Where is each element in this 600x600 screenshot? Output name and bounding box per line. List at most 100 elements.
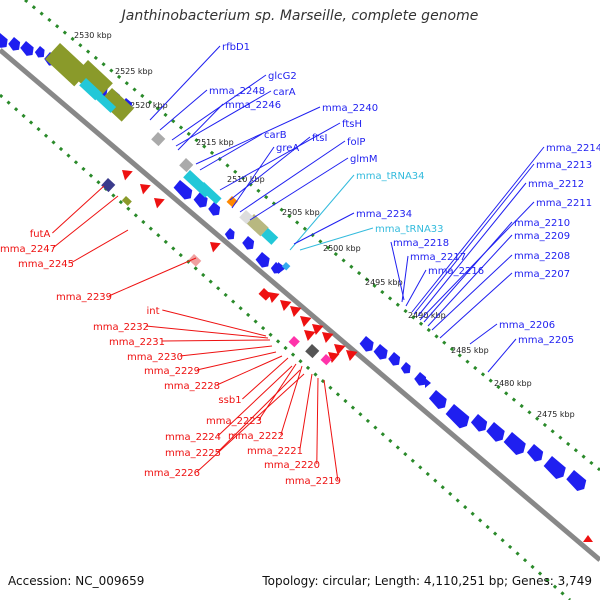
forward-gene-label: glcG2 bbox=[268, 71, 297, 82]
forward-gene-label: mma_2248 bbox=[209, 86, 265, 97]
reverse-label-leader bbox=[217, 365, 293, 437]
feature-block bbox=[101, 178, 116, 193]
forward-label-leader bbox=[469, 323, 498, 345]
forward-gene-arrow bbox=[242, 236, 255, 250]
reverse-gene-arrow bbox=[280, 300, 292, 312]
reverse-gene-label: mma_2228 bbox=[164, 381, 220, 392]
scale-tick-label: 2505 kbp bbox=[282, 208, 320, 217]
forward-label-leader bbox=[219, 122, 341, 191]
scale-tick-label: 2530 kbp bbox=[74, 31, 112, 40]
forward-gene-label: mma_2217 bbox=[410, 252, 466, 263]
feature-block bbox=[99, 88, 134, 122]
forward-gene-arrow bbox=[208, 202, 221, 216]
forward-gene-arrow bbox=[373, 344, 388, 360]
forward-gene-arrow bbox=[388, 352, 401, 366]
accession-label: Accession: NC_009659 bbox=[8, 574, 145, 588]
reverse-gene-label: mma_2230 bbox=[127, 352, 183, 363]
forward-gene-arrow bbox=[543, 456, 566, 480]
forward-label-leader bbox=[177, 103, 224, 151]
forward-gene-arrow bbox=[425, 378, 431, 388]
feature-block bbox=[258, 288, 272, 301]
forward-label-leader bbox=[431, 254, 513, 331]
feature-block bbox=[72, 60, 113, 100]
scale-tick-label: 2485 kbp bbox=[451, 346, 489, 355]
forward-gene-arrow bbox=[278, 262, 286, 274]
reverse-label-leader bbox=[179, 345, 273, 357]
forward-gene-label: mma_2214 bbox=[546, 143, 600, 154]
forward-gene-arrow bbox=[400, 362, 411, 374]
reverse-gene-label: ssb1 bbox=[218, 395, 241, 406]
reverse-gene-arrow bbox=[122, 170, 133, 181]
forward-gene-arrow bbox=[526, 444, 544, 462]
forward-gene-label: mma_2234 bbox=[356, 209, 412, 220]
forward-gene-label: mma_2218 bbox=[393, 238, 449, 249]
forward-label-leader bbox=[423, 221, 513, 323]
feature-block bbox=[121, 196, 132, 206]
feature-block bbox=[261, 227, 279, 245]
reverse-gene-label: mma_2220 bbox=[264, 460, 320, 471]
reverse-gene-arrow bbox=[322, 332, 334, 344]
forward-gene-arrow bbox=[486, 422, 505, 442]
reverse-gene-arrow bbox=[300, 316, 312, 328]
forward-label-leader bbox=[199, 133, 263, 171]
reverse-gene-label: mma_2226 bbox=[144, 468, 200, 479]
genome-backbone bbox=[0, 48, 600, 562]
forward-label-leader bbox=[231, 146, 275, 209]
reverse-gene-arrow bbox=[210, 242, 221, 253]
forward-gene-arrow bbox=[470, 414, 488, 432]
reverse-gene-label: mma_2223 bbox=[206, 416, 262, 427]
reverse-label-leader bbox=[242, 357, 289, 400]
forward-gene-label: mma_2211 bbox=[536, 198, 592, 209]
reverse-label-leader bbox=[217, 369, 301, 453]
reverse-label-leader bbox=[196, 351, 277, 371]
feature-block bbox=[198, 182, 222, 205]
reverse-gene-label: mma_2231 bbox=[109, 337, 165, 348]
forward-gene-label: mma_2207 bbox=[514, 269, 570, 280]
reverse-gene-arrow bbox=[290, 306, 302, 318]
forward-gene-label: rfbD1 bbox=[222, 42, 250, 53]
forward-gene-arrow bbox=[224, 228, 235, 240]
forward-gene-arrow bbox=[503, 432, 526, 456]
forward-label-leader bbox=[229, 136, 311, 201]
forward-gene-label: mma_2205 bbox=[518, 335, 574, 346]
reverse-gene-label: mma_2222 bbox=[228, 431, 284, 442]
forward-gene-arrow bbox=[34, 46, 45, 58]
reverse-gene-label: mma_2229 bbox=[144, 366, 200, 377]
forward-gene-label: greA bbox=[276, 143, 299, 154]
reverse-label-leader bbox=[145, 325, 269, 339]
reverse-label-leader bbox=[316, 377, 319, 465]
forward-gene-label: mma_2212 bbox=[528, 179, 584, 190]
reverse-label-leader bbox=[108, 257, 197, 297]
reverse-label-leader bbox=[162, 309, 267, 337]
reverse-gene-label: mma_2247 bbox=[0, 244, 56, 255]
forward-gene-label: carB bbox=[264, 130, 287, 141]
reverse-label-leader bbox=[70, 229, 129, 264]
forward-gene-arrow bbox=[0, 33, 8, 48]
feature-block bbox=[239, 210, 254, 225]
genome-summary: Topology: circular; Length: 4,110,251 bp… bbox=[262, 574, 592, 588]
forward-gene-label: mma_2210 bbox=[514, 218, 570, 229]
reverse-gene-label: mma_2232 bbox=[93, 322, 149, 333]
map-title: Janthinobacterium sp. Marseille, complet… bbox=[121, 8, 479, 24]
forward-label-leader bbox=[390, 241, 405, 301]
feature-block bbox=[320, 353, 332, 366]
forward-gene-label: mma_2208 bbox=[514, 251, 570, 262]
reverse-gene-arrow bbox=[334, 344, 346, 356]
forward-label-leader bbox=[413, 163, 535, 315]
forward-gene-label: mma_2246 bbox=[225, 100, 281, 111]
scale-tick-label: 2490 kbp bbox=[408, 311, 446, 320]
forward-label-leader bbox=[401, 255, 409, 303]
feature-block bbox=[151, 132, 166, 147]
reverse-gene-arrow bbox=[154, 198, 165, 209]
inner-tick-track bbox=[0, 93, 571, 600]
forward-gene-arrow bbox=[445, 404, 470, 429]
forward-label-leader bbox=[405, 269, 427, 307]
forward-gene-arrow bbox=[428, 390, 447, 409]
forward-label-leader bbox=[159, 89, 208, 131]
forward-label-leader bbox=[289, 174, 355, 251]
forward-gene-label: mma_2213 bbox=[536, 160, 592, 171]
forward-gene-arrow bbox=[359, 336, 374, 352]
forward-gene-label: mma_2206 bbox=[499, 320, 555, 331]
forward-label-leader bbox=[487, 338, 517, 373]
reverse-gene-label: mma_2245 bbox=[18, 259, 74, 270]
